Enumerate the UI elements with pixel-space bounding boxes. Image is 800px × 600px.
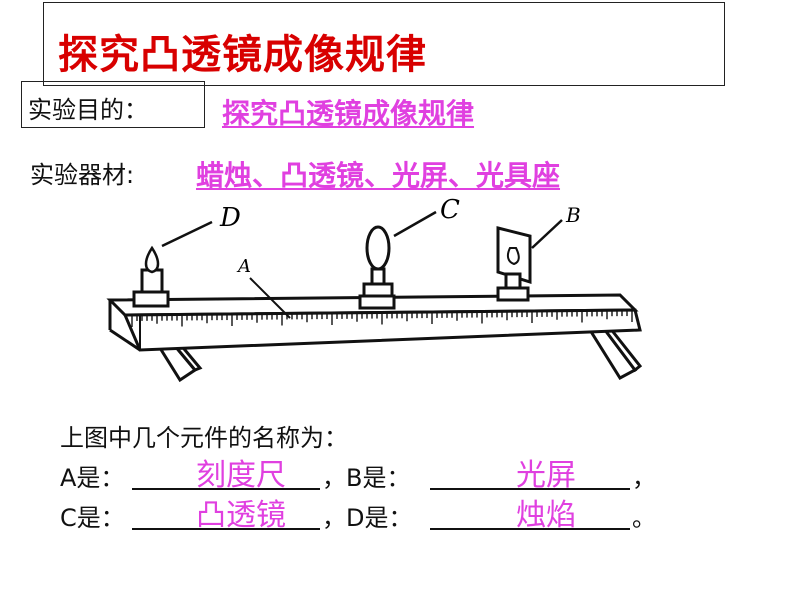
answer-c-blank	[132, 502, 320, 530]
label-a-pointer	[249, 277, 291, 319]
label-d: D	[219, 203, 241, 233]
equipment-value: 蜡烛、凸透镜、光屏、光具座	[196, 159, 561, 192]
question-prompt: 上图中几个元件的名称为：	[60, 424, 348, 452]
candle-holder	[132, 268, 170, 308]
bench-leg-right	[587, 326, 643, 380]
page-title: 探究凸透镜成像规律	[58, 32, 427, 78]
answer-b-comma: ，	[632, 464, 656, 492]
answer-b-blank	[430, 462, 630, 490]
title-box	[43, 2, 725, 86]
answer-b-value: 光屏	[516, 458, 576, 493]
answer-a-blank	[132, 462, 320, 490]
label-d-pointer	[161, 220, 213, 248]
candle-flame	[144, 245, 160, 274]
answer-a-value: 刻度尺	[196, 458, 286, 493]
equipment-label: 实验器材:	[30, 161, 135, 189]
light-screen	[496, 226, 532, 302]
purpose-label-box	[21, 81, 205, 128]
answer-d-period: 。	[632, 504, 656, 532]
label-c: C	[440, 195, 460, 225]
ruler-ticks	[131, 310, 633, 327]
answer-b-label: ，B是：	[322, 464, 411, 492]
answer-d-blank	[430, 502, 630, 530]
label-b-pointer	[531, 219, 563, 249]
label-b: B	[565, 203, 581, 227]
answer-d-value: 烛焰	[516, 498, 576, 533]
label-c-pointer	[393, 210, 437, 238]
answer-d-label: ，D是：	[322, 504, 413, 532]
purpose-label: 实验目的：	[28, 96, 148, 124]
answer-c-label: C是：	[60, 504, 125, 532]
convex-lens	[358, 225, 396, 310]
label-a: A	[236, 256, 251, 277]
optical-bench-diagram: D C B A	[106, 195, 643, 383]
answer-c-value: 凸透镜	[196, 498, 286, 533]
answer-a-label: A是：	[60, 464, 125, 492]
purpose-value: 探究凸透镜成像规律	[222, 97, 475, 130]
